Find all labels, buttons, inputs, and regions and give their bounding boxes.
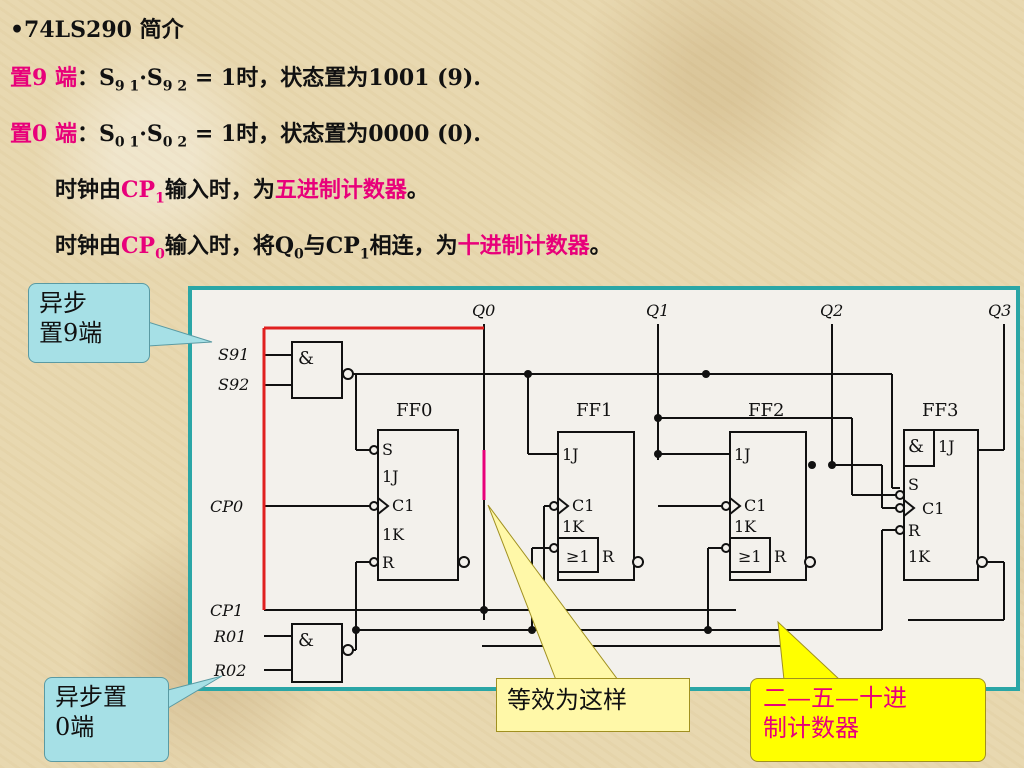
r02-label: R02 — [213, 661, 246, 680]
ff3-pin-1j: 1J — [938, 437, 955, 456]
equivalent-text: 等效为这样 — [507, 686, 627, 714]
reset-gate-symbol: & — [298, 630, 314, 651]
async-set9-callout: 异步 置9端 — [28, 283, 150, 363]
ff2-label: FF2 — [748, 400, 784, 421]
ff0-pin-1j: 1J — [382, 467, 399, 486]
ff3-label: FF3 — [922, 400, 958, 421]
ff0-pin-1k: 1K — [382, 525, 405, 544]
async-set9-line1: 异步 — [39, 289, 87, 317]
counter-line2: 制计数器 — [763, 714, 859, 742]
ff0-pin-s: S — [382, 440, 393, 459]
q1-label: Q1 — [646, 301, 669, 320]
q3-label: Q3 — [988, 301, 1011, 320]
ff1-pin-r: R — [602, 547, 615, 566]
counter-callout: 二—五—十进 制计数器 — [750, 678, 986, 762]
ff1-pin-c1: C1 — [572, 496, 594, 515]
ff1-pin-1k: 1K — [562, 517, 585, 536]
ff3-pin-r: R — [908, 521, 921, 540]
async-set0-line2: 0端 — [55, 713, 95, 741]
cp1-line: 时钟由CP1输入时，为五进制计数器。 — [55, 177, 429, 207]
ff0-label: FF0 — [396, 400, 432, 421]
ff2-ge-symbol: ≥1 — [738, 547, 762, 566]
q2-label: Q2 — [820, 301, 843, 320]
r01-label: R01 — [213, 627, 246, 646]
set9-line: 置9 端：S9 1·S9 2 = 1时，状态置为1001 (9). — [10, 65, 481, 95]
async-set0-line1: 异步置 — [55, 683, 127, 711]
ff3-pin-s: S — [908, 475, 919, 494]
ff2-ge-box — [729, 537, 771, 573]
cp0-line: 时钟由CP0输入时，将Q0与CP1相连，为十进制计数器。 — [55, 233, 612, 263]
reset0-and-gate — [291, 623, 343, 683]
set0-line: 置0 端：S0 1·S0 2 = 1时，状态置为0000 (0). — [10, 121, 481, 151]
async-set9-line2: 置9端 — [39, 319, 103, 347]
cp0-label: CP0 — [210, 497, 243, 516]
s91-label: S91 — [218, 345, 249, 364]
set9-gate-symbol: & — [298, 348, 314, 369]
ff3-and-symbol: & — [908, 436, 924, 457]
ff1-pin-1j: 1J — [562, 445, 579, 464]
circuit-svg: Q0 Q1 Q2 Q3 S91 S92 CP0 CP1 R01 R02 & & … — [210, 301, 1011, 683]
ff1-ge-symbol: ≥1 — [566, 547, 590, 566]
ff0-pin-c1: C1 — [392, 496, 414, 515]
ff1-label: FF1 — [576, 400, 612, 421]
circuit-diagram: Q0 Q1 Q2 Q3 S91 S92 CP0 CP1 R01 R02 & & … — [188, 286, 1020, 691]
async-set0-callout: 异步置 0端 — [44, 677, 169, 762]
ff2-pin-1j: 1J — [734, 445, 751, 464]
ff0-pin-r: R — [382, 553, 395, 572]
q0-label: Q0 — [472, 301, 495, 320]
title: •74LS290 简介 — [10, 17, 184, 43]
set9-and-gate — [291, 341, 343, 399]
ff3-and-box — [903, 429, 935, 467]
counter-line1: 二—五—十进 — [763, 684, 907, 712]
red-connection — [262, 326, 484, 610]
ff3-pin-c1: C1 — [922, 499, 944, 518]
ff2-pin-r: R — [774, 547, 787, 566]
ff2-pin-1k: 1K — [734, 517, 757, 536]
s92-label: S92 — [218, 375, 249, 394]
ff2-pin-c1: C1 — [744, 496, 766, 515]
equivalent-callout: 等效为这样 — [496, 678, 690, 732]
cp1-label: CP1 — [210, 601, 243, 620]
ff3-pin-1k: 1K — [908, 547, 931, 566]
